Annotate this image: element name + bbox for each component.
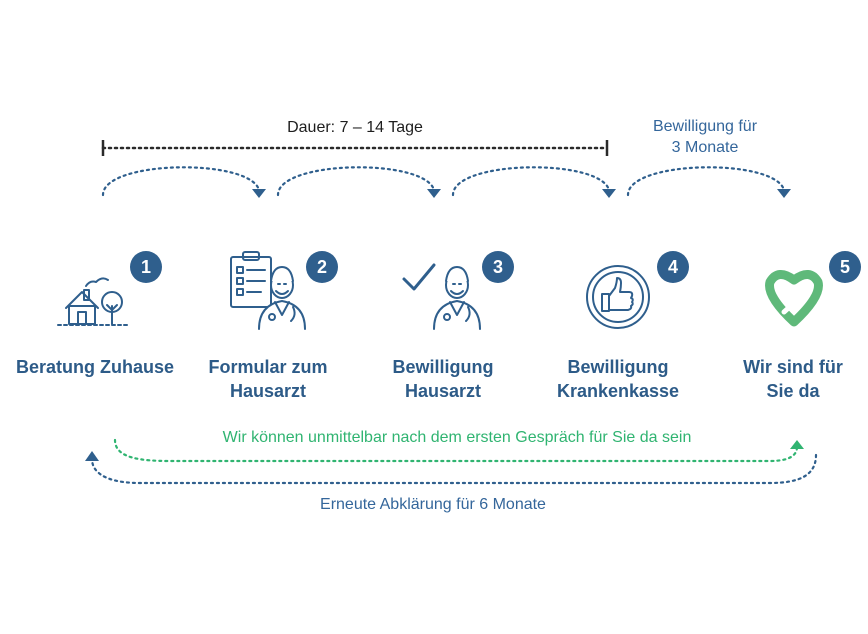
- arrow-2-3: [276, 166, 436, 197]
- arrow-3-4: [451, 166, 611, 197]
- duration-bracket: [101, 140, 609, 156]
- step-label-5: Wir sind für Sie da: [698, 355, 868, 403]
- green-arrow: [113, 438, 804, 463]
- step-3-line-1: Bewilligung: [392, 357, 494, 377]
- step-4-line-1: Bewilligung: [567, 357, 669, 377]
- reassessment-note: Erneute Abklärung für 6 Monate: [320, 496, 546, 513]
- step-badge-3: 3: [482, 251, 514, 283]
- step-1-line-1: Beratung Zuhause: [15, 357, 175, 377]
- approval-line-1: Bewilligung für: [652, 118, 758, 135]
- arrow-1-2: [101, 166, 261, 197]
- arrow-4-5: [626, 166, 786, 197]
- step-badge-5: 5: [829, 251, 861, 283]
- heart-logo-icon: [765, 270, 823, 327]
- step-label-3: Bewilligung Hausarzt: [348, 355, 538, 403]
- immediate-support-note: Wir können unmittelbar nach dem ersten G…: [222, 429, 692, 446]
- approval-duration-label: Bewilligung für 3 Monate: [620, 116, 790, 158]
- checkmark-doctor-icon: [402, 263, 481, 330]
- step-3-line-2: Hausarzt: [404, 381, 482, 401]
- step-label-1: Beratung Zuhause: [0, 355, 190, 379]
- step-label-2: Formular zum Hausarzt: [173, 355, 363, 403]
- blue-back-arrow: [85, 451, 818, 485]
- step-label-4: Bewilligung Krankenkasse: [523, 355, 713, 403]
- duration-label: Dauer: 7 – 14 Tage: [287, 119, 423, 136]
- thumbs-up-icon: [586, 265, 650, 329]
- clipboard-doctor-icon: [230, 251, 306, 330]
- approval-line-2: 3 Monate: [671, 139, 739, 156]
- step-2-line-2: Hausarzt: [229, 381, 307, 401]
- step-badge-2: 2: [306, 251, 338, 283]
- step-arrows: [101, 166, 786, 197]
- house-tree-icon: [57, 277, 129, 326]
- step-5-line-1: Wir sind für: [743, 357, 843, 377]
- arrow-heads: [252, 189, 791, 198]
- step-4-line-2: Krankenkasse: [556, 381, 680, 401]
- step-5-line-2: Sie da: [766, 381, 820, 401]
- step-2-line-1: Formular zum: [208, 357, 328, 377]
- step-badge-1: 1: [130, 251, 162, 283]
- step-badge-4: 4: [657, 251, 689, 283]
